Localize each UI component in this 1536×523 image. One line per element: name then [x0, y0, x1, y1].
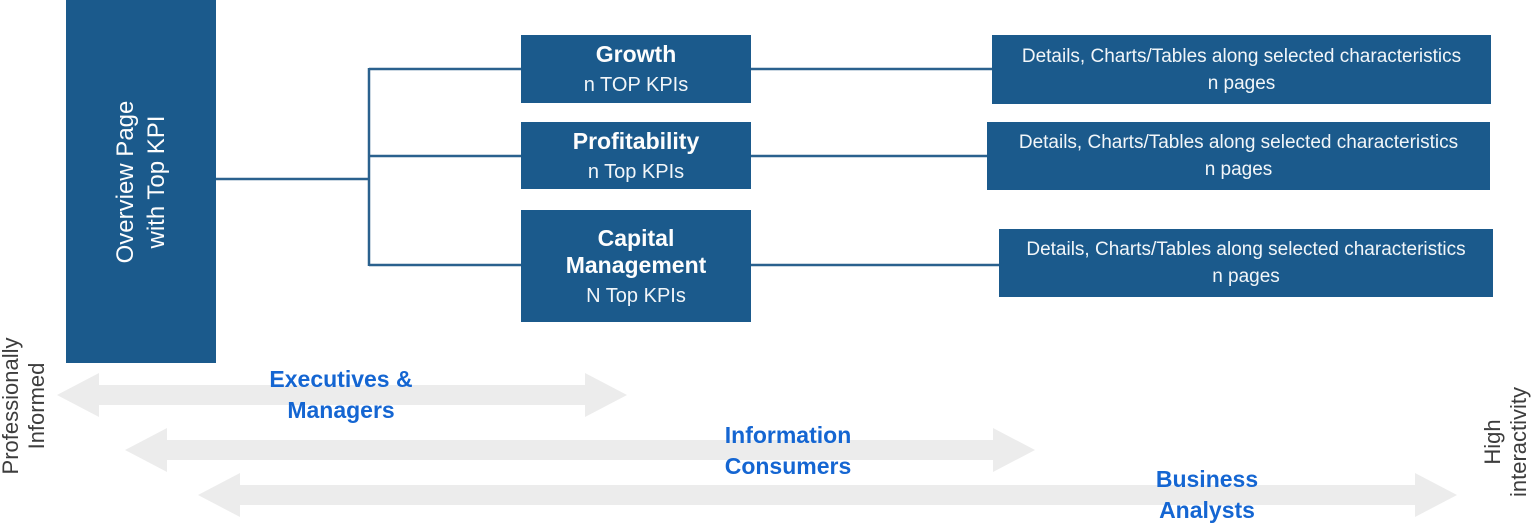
overview-page-label-line2: with Top KPI: [143, 115, 170, 248]
double-arrow-executives: [57, 373, 627, 417]
audience-information-line2: Consumers: [724, 453, 852, 479]
audience-executives-line1: Executives &: [269, 366, 413, 392]
kpi-box-profitability-title: Profitability: [572, 127, 700, 154]
axis-left-line1: Professionally: [0, 337, 23, 475]
axis-right-line2: interactivity: [1506, 386, 1531, 498]
overview-page-box: Overview Page with Top KPI: [66, 0, 216, 363]
audience-label-information-consumers: Information Consumers: [673, 420, 903, 482]
double-arrow-information-consumers: [125, 428, 1035, 472]
axis-label-professionally-informed: Professionally Informed: [0, 321, 52, 491]
kpi-box-growth-title: Growth: [595, 41, 677, 67]
connector-lines: [216, 67, 999, 267]
overview-page-label-line1: Overview Page: [112, 100, 139, 263]
audience-information-line1: Information: [724, 422, 852, 448]
detail-box-profitability-line2: n pages: [1204, 159, 1273, 180]
axis-right-line1: High: [1480, 419, 1505, 465]
detail-box-capital-line1: Details, Charts/Tables along selected ch…: [1026, 239, 1466, 260]
audience-label-executives-managers: Executives & Managers: [226, 364, 456, 426]
audience-executives-line2: Managers: [287, 397, 395, 423]
axis-label-high-interactivity: High interactivity: [1480, 357, 1534, 523]
detail-box-capital-line2: n pages: [1212, 266, 1280, 287]
kpi-box-capital-title: Capital Management: [565, 224, 707, 278]
kpi-box-capital-subtitle: N Top KPIs: [586, 284, 686, 307]
detail-box-capital: Details, Charts/Tables along selected ch…: [999, 229, 1493, 297]
kpi-box-growth-subtitle: n TOP KPIs: [583, 74, 689, 96]
kpi-box-profitability-subtitle: n Top KPIs: [587, 160, 685, 183]
audience-business-line2: Analysts: [1159, 497, 1255, 523]
audience-arrow-shapes: [57, 373, 1457, 517]
axis-left-line2: Informed: [24, 362, 49, 450]
detail-box-growth: Details, Charts/Tables along selected ch…: [992, 35, 1491, 104]
detail-box-growth-line2: n pages: [1207, 72, 1276, 94]
detail-box-growth-line1: Details, Charts/Tables along selected ch…: [1021, 45, 1462, 67]
overview-page-label: Overview Page with Top KPI: [110, 2, 172, 362]
double-arrow-business-analysts: [198, 473, 1457, 517]
detail-box-profitability: Details, Charts/Tables along selected ch…: [987, 122, 1490, 190]
audience-label-business-analysts: Business Analysts: [1092, 464, 1322, 523]
kpi-box-growth: Growth n TOP KPIs: [521, 35, 751, 103]
detail-box-profitability-line1: Details, Charts/Tables along selected ch…: [1018, 132, 1459, 153]
kpi-box-profitability: Profitability n Top KPIs: [521, 122, 751, 189]
kpi-box-capital-management: Capital Management N Top KPIs: [521, 210, 751, 322]
audience-business-line1: Business: [1155, 466, 1259, 492]
